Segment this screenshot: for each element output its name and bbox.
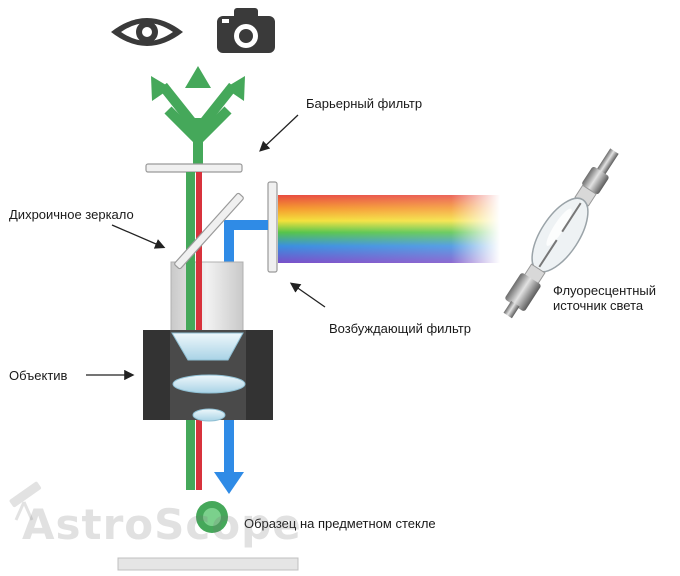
camera-icon — [217, 8, 275, 53]
dichroic-mirror-pointer — [111, 224, 166, 249]
barrier-filter-label: Барьерный фильтр — [306, 96, 423, 111]
barrier-filter — [145, 163, 243, 173]
objective-tube — [170, 261, 244, 333]
microscope-slide — [117, 557, 299, 571]
eye-icon — [111, 18, 183, 46]
barrier-filter-pointer — [259, 114, 299, 152]
excitation-filter-label: Возбуждающий фильтр — [329, 321, 471, 336]
excitation-filter — [267, 181, 278, 273]
watermark: AstroScope — [22, 500, 302, 549]
fluorescent-lamp — [503, 148, 619, 319]
excitation-light-beam — [278, 195, 500, 263]
watermark-telescope-icon — [9, 481, 42, 521]
light-source-label: Флуоресцентный источник света — [553, 283, 656, 313]
excitation-filter-pointer — [289, 282, 326, 308]
light-source-label-line2: источник света — [553, 298, 644, 313]
objective-label: Объектив — [9, 368, 68, 383]
objective — [143, 330, 273, 422]
specimen — [196, 501, 228, 533]
specimen-label: Образец на предметном стекле — [244, 516, 436, 531]
light-source-label-line1: Флуоресцентный — [553, 283, 657, 298]
dichroic-mirror — [174, 192, 244, 270]
emission-arrows — [151, 66, 245, 172]
leader-arrows — [86, 114, 326, 381]
dichroic-mirror-label: Дихроичное зеркало — [9, 207, 134, 222]
